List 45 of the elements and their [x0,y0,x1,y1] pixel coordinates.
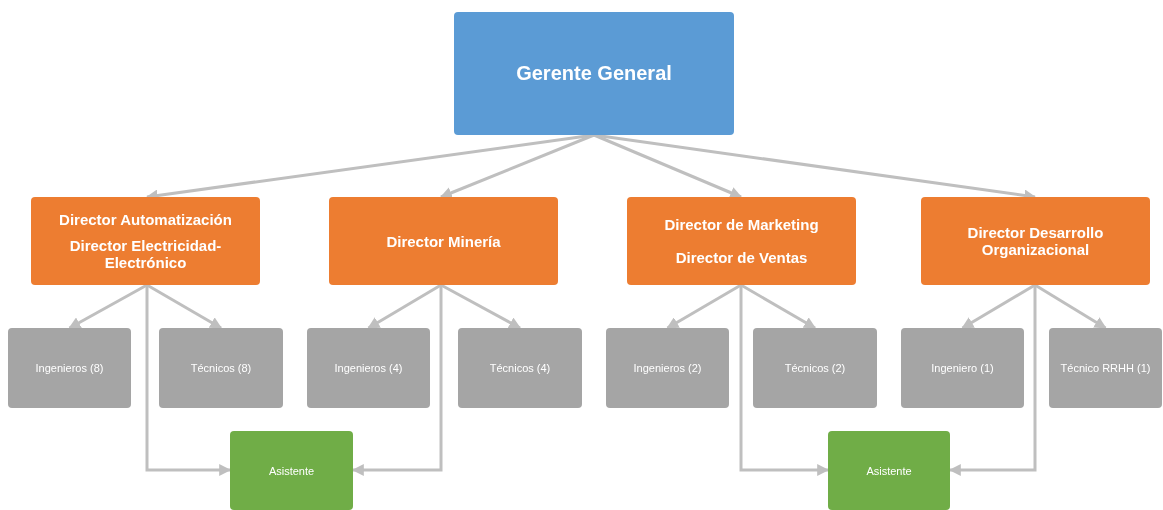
connector-arrow [666,283,742,330]
connector-arrow [145,285,232,476]
staff-box [230,431,353,510]
box-label: Técnicos (2) [784,362,846,374]
connector-arrow [740,283,817,330]
staff-box [159,328,283,408]
box-label: Asistente [268,464,315,477]
box-label: Técnicos (8) [190,362,252,374]
connector-arrow [440,283,522,330]
box-label: Ingenieros (4) [334,362,403,374]
box-label: Director de Ventas [675,248,808,266]
manager-box [454,12,734,135]
staff-box [828,431,950,510]
box-label: Director Minería [386,232,501,250]
director-box [329,197,558,285]
connector-arrow [961,283,1036,330]
box-label: Gerente General [516,62,672,85]
connector-arrow [948,285,1037,476]
director-box [627,197,856,285]
connector-arrow [367,283,442,330]
staff-box [307,328,430,408]
director-box [31,197,260,285]
connector-arrow [1034,283,1107,330]
box-label: Ingeniero (1) [931,362,994,374]
box-label: Director de Marketing [664,216,819,234]
box-label: Técnicos (4) [489,362,551,374]
staff-box [606,328,729,408]
connector-arrow [146,283,223,330]
box-label: Asistente [866,464,912,477]
box-label: Técnico RRHH (1) [1060,362,1151,374]
connector-arrow [439,133,595,199]
staff-box [8,328,131,408]
box-label: Ingenieros (8) [35,362,104,374]
box-label: Ingenieros (2) [633,362,702,374]
connector-arrow [351,285,443,476]
staff-box [458,328,582,408]
staff-box [901,328,1024,408]
connector-arrow [68,283,148,330]
staff-box [753,328,877,408]
staff-box [1049,328,1162,408]
box-label: Director Automatización [59,210,232,228]
director-box [921,197,1150,285]
box-label: Director Electricidad-Electrónico [68,237,223,272]
connector-arrow [739,285,830,476]
box-label: Director Desarrollo Organizacional [966,224,1105,258]
